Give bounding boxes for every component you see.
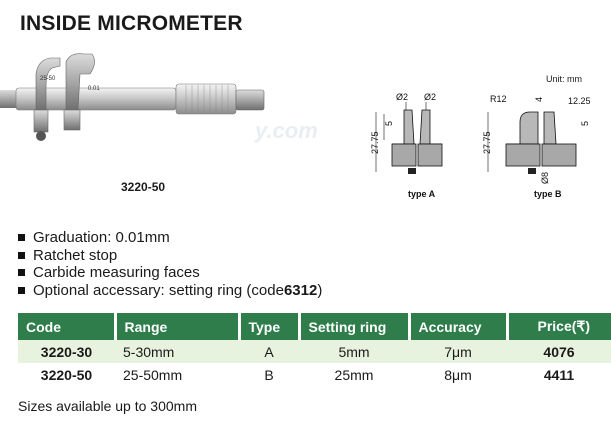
feature-list: Graduation: 0.01mm Ratchet stop Carbide … — [18, 229, 322, 299]
bullet-icon — [18, 269, 25, 277]
header-code: Code — [18, 313, 117, 340]
bullet-icon — [18, 287, 25, 295]
bullet-icon — [18, 234, 25, 242]
cell-code: 3220-30 — [18, 340, 115, 363]
cell-price: 4076 — [507, 340, 611, 363]
cell-range: 5-30mm — [115, 340, 239, 363]
table-row: 3220-30 5-30mm A 5mm 7μm 4076 — [18, 340, 611, 363]
dim-b-6: Ø8 — [540, 172, 550, 184]
dim-b-3: 12.25 — [568, 96, 591, 106]
page-title: INSIDE MICROMETER — [20, 12, 243, 35]
product-table: Code Range Type Setting ring Accuracy Pr… — [18, 313, 611, 386]
feature-item: Carbide measuring faces — [18, 264, 322, 282]
type-b-diagram: R12 4 12.25 27.75 5 Ø8 type B — [482, 94, 591, 199]
header-range: Range — [115, 313, 241, 340]
footnote: Sizes available up to 300mm — [18, 398, 197, 414]
unit-label: Unit: mm — [546, 74, 582, 84]
dim-b-5: 5 — [580, 121, 590, 126]
type-a-diagram: Ø2 Ø2 5 27.75 type A — [370, 92, 443, 199]
table-row: 3220-50 25-50mm B 25mm 8μm 4411 — [18, 363, 611, 386]
dim-b-2: 4 — [534, 97, 544, 102]
cell-type: A — [239, 340, 299, 363]
cell-accuracy: 7μm — [409, 340, 507, 363]
header-price: Price(₹) — [507, 313, 611, 340]
feature-item: Optional accessary: setting ring (code 6… — [18, 282, 322, 300]
type-b-label: type B — [534, 189, 562, 199]
bullet-icon — [18, 251, 25, 259]
scale-text-top: 25-50 — [40, 76, 56, 82]
dim-a-4: 27.75 — [370, 131, 380, 154]
micrometer-photo: 25-50 0.01 — [0, 53, 265, 141]
cell-accuracy: 8μm — [409, 363, 507, 386]
feature-item: Graduation: 0.01mm — [18, 229, 322, 247]
type-a-label: type A — [408, 189, 436, 199]
cell-range: 25-50mm — [115, 363, 239, 386]
dim-b-1: R12 — [490, 94, 507, 104]
product-model: 3220-50 — [121, 180, 166, 194]
dim-b-4: 27.75 — [482, 131, 492, 154]
cell-setting-ring: 5mm — [299, 340, 409, 363]
cell-setting-ring: 25mm — [299, 363, 409, 386]
dim-a-3: 5 — [384, 121, 394, 126]
dim-a-1: Ø2 — [396, 92, 408, 102]
table-header-row: Code Range Type Setting ring Accuracy Pr… — [18, 313, 611, 340]
feature-item: Ratchet stop — [18, 247, 322, 265]
header-accuracy: Accuracy — [409, 313, 509, 340]
header-setting-ring: Setting ring — [299, 313, 411, 340]
cell-price: 4411 — [507, 363, 611, 386]
header-type: Type — [239, 313, 301, 340]
dim-a-2: Ø2 — [424, 92, 436, 102]
cell-type: B — [239, 363, 299, 386]
watermark: y.com — [255, 118, 318, 143]
scale-text-mid: 0.01 — [88, 86, 100, 92]
cell-code: 3220-50 — [18, 363, 115, 386]
